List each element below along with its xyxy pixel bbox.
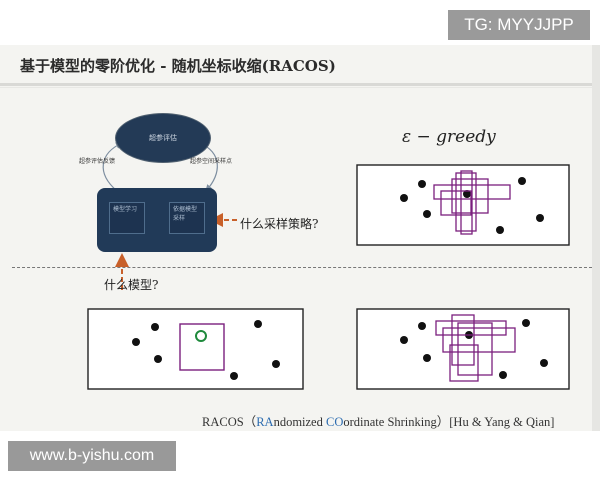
- model-sampling-box: 模型学习 依据模型采样: [97, 188, 217, 252]
- caption-ndomized: ndomized: [273, 415, 326, 429]
- point: [154, 355, 162, 363]
- caption-prefix: RACOS（: [202, 415, 257, 429]
- point: [132, 338, 140, 346]
- question-model: 什么模型?: [104, 278, 159, 292]
- bottom-bar: www.b-yishu.com: [0, 431, 600, 480]
- single-region-panel: [87, 308, 304, 390]
- tg-watermark-badge: TG: MYYJJPP: [448, 10, 590, 40]
- model-sampling-inner-box: 依据模型采样: [169, 202, 205, 234]
- region-box: [449, 344, 479, 382]
- point: [418, 322, 426, 330]
- best-point: [195, 330, 207, 342]
- caption-rest: ordinate Shrinking）[Hu & Yang & Qian]: [343, 415, 555, 429]
- region-box: [455, 172, 477, 232]
- point: [536, 214, 544, 222]
- caption-ra: RA: [256, 415, 274, 429]
- racos-caption: RACOS（RAndomized COordinate Shrinking）[H…: [202, 411, 554, 430]
- point: [400, 336, 408, 344]
- slide: 基于模型的零阶优化 - 随机坐标收缩(RACOS): [0, 45, 600, 431]
- region-box: [457, 322, 493, 376]
- question-sampling-strategy: 什么采样策略?: [240, 217, 319, 231]
- top-bar: TG: MYYJJPP: [0, 0, 600, 45]
- point: [423, 210, 431, 218]
- region-box: [460, 170, 473, 235]
- point: [418, 180, 426, 188]
- model-learning-box: 模型学习: [109, 202, 145, 234]
- title-divider: [0, 83, 600, 86]
- point: [254, 320, 262, 328]
- region-box: [433, 184, 511, 200]
- point: [522, 319, 530, 327]
- point: [423, 354, 431, 362]
- point: [540, 359, 548, 367]
- epsilon-greedy-label: ε − greedy: [402, 127, 496, 147]
- point: [496, 226, 504, 234]
- point: [463, 190, 471, 198]
- point: [499, 371, 507, 379]
- region-box: [442, 327, 516, 353]
- region-box: [179, 323, 225, 371]
- point: [151, 323, 159, 331]
- title-divider-thin: [0, 87, 600, 88]
- slide-title: 基于模型的零阶优化 - 随机坐标收缩(RACOS): [20, 57, 336, 75]
- caption-co: CO: [325, 415, 344, 429]
- section-divider: [12, 267, 592, 268]
- point: [272, 360, 280, 368]
- point: [230, 372, 238, 380]
- greedy-panel: [356, 164, 570, 246]
- sample-arrow-label: 超参空间采样点: [190, 158, 233, 165]
- arrow-feedback: [102, 142, 124, 192]
- url-watermark-badge: www.b-yishu.com: [8, 441, 176, 471]
- slide-graphics: [87, 142, 570, 390]
- region-box: [451, 178, 489, 214]
- slide-right-edge: [592, 45, 600, 431]
- racos-panel: [356, 308, 570, 390]
- region-box: [451, 314, 475, 366]
- feedback-arrow-label: 超参评估反馈: [79, 158, 116, 165]
- point: [518, 177, 526, 185]
- hyperparam-eval-node: 超参评估: [115, 113, 211, 163]
- point: [400, 194, 408, 202]
